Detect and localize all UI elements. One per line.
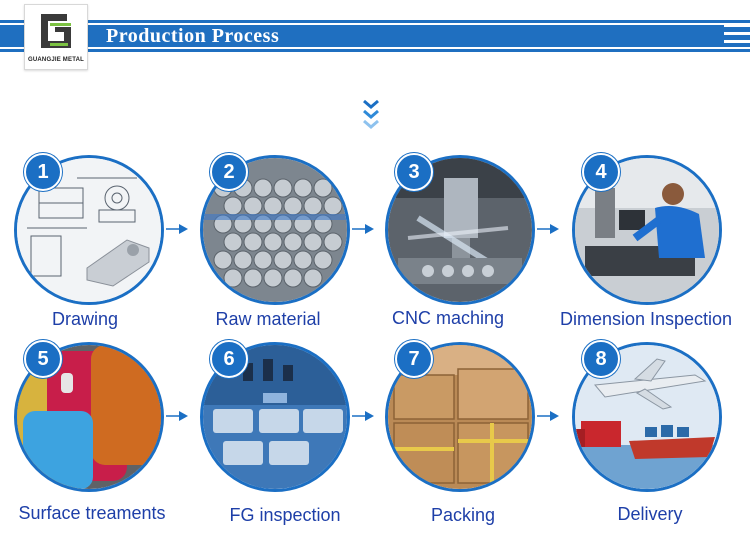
arrow-right-icon — [352, 411, 374, 421]
header-banner: Production Process — [0, 20, 750, 52]
step-label: Delivery — [617, 504, 683, 524]
arrow-right-icon — [166, 224, 188, 234]
step-raw-material: 2 — [200, 153, 350, 305]
step-number-badge: 2 — [210, 153, 248, 191]
step-number-badge: 3 — [395, 153, 433, 191]
step-label: Packing — [430, 505, 496, 525]
chevron-down-icon — [363, 99, 379, 129]
step-number-badge: 4 — [582, 153, 620, 191]
step-label: FG inspection — [229, 505, 341, 525]
company-logo[interactable]: GUANGJIE METAL — [24, 4, 88, 70]
logo-mark-icon — [41, 14, 71, 48]
step-packing: 7 — [385, 340, 535, 492]
step-cnc: 3 — [385, 153, 535, 305]
page-title: Production Process — [106, 25, 280, 47]
step-label: Surface treaments — [18, 503, 166, 523]
step-label: Raw material — [215, 309, 321, 329]
arrow-right-icon — [166, 411, 188, 421]
arrow-right-icon — [352, 224, 374, 234]
arrow-right-icon — [537, 224, 559, 234]
step-number-badge: 5 — [24, 340, 62, 378]
step-surface-treatments: 5 — [14, 340, 164, 492]
step-drawing: 1 — [14, 153, 164, 305]
step-number-badge: 8 — [582, 340, 620, 378]
step-number-badge: 6 — [210, 340, 248, 378]
step-dimension-inspection: 4 — [572, 153, 722, 305]
step-number-badge: 1 — [24, 153, 62, 191]
menu-icon[interactable] — [724, 24, 750, 48]
step-number-badge: 7 — [395, 340, 433, 378]
step-label: Drawing — [51, 309, 119, 329]
step-fg-inspection: 6 — [200, 340, 350, 492]
step-label: Dimension Inspection — [559, 309, 733, 329]
step-delivery: 8 — [572, 340, 722, 492]
step-label: CNC maching — [391, 308, 505, 328]
arrow-right-icon — [537, 411, 559, 421]
transport-vehicles-image — [572, 342, 722, 492]
logo-text: GUANGJIE METAL — [27, 57, 85, 63]
